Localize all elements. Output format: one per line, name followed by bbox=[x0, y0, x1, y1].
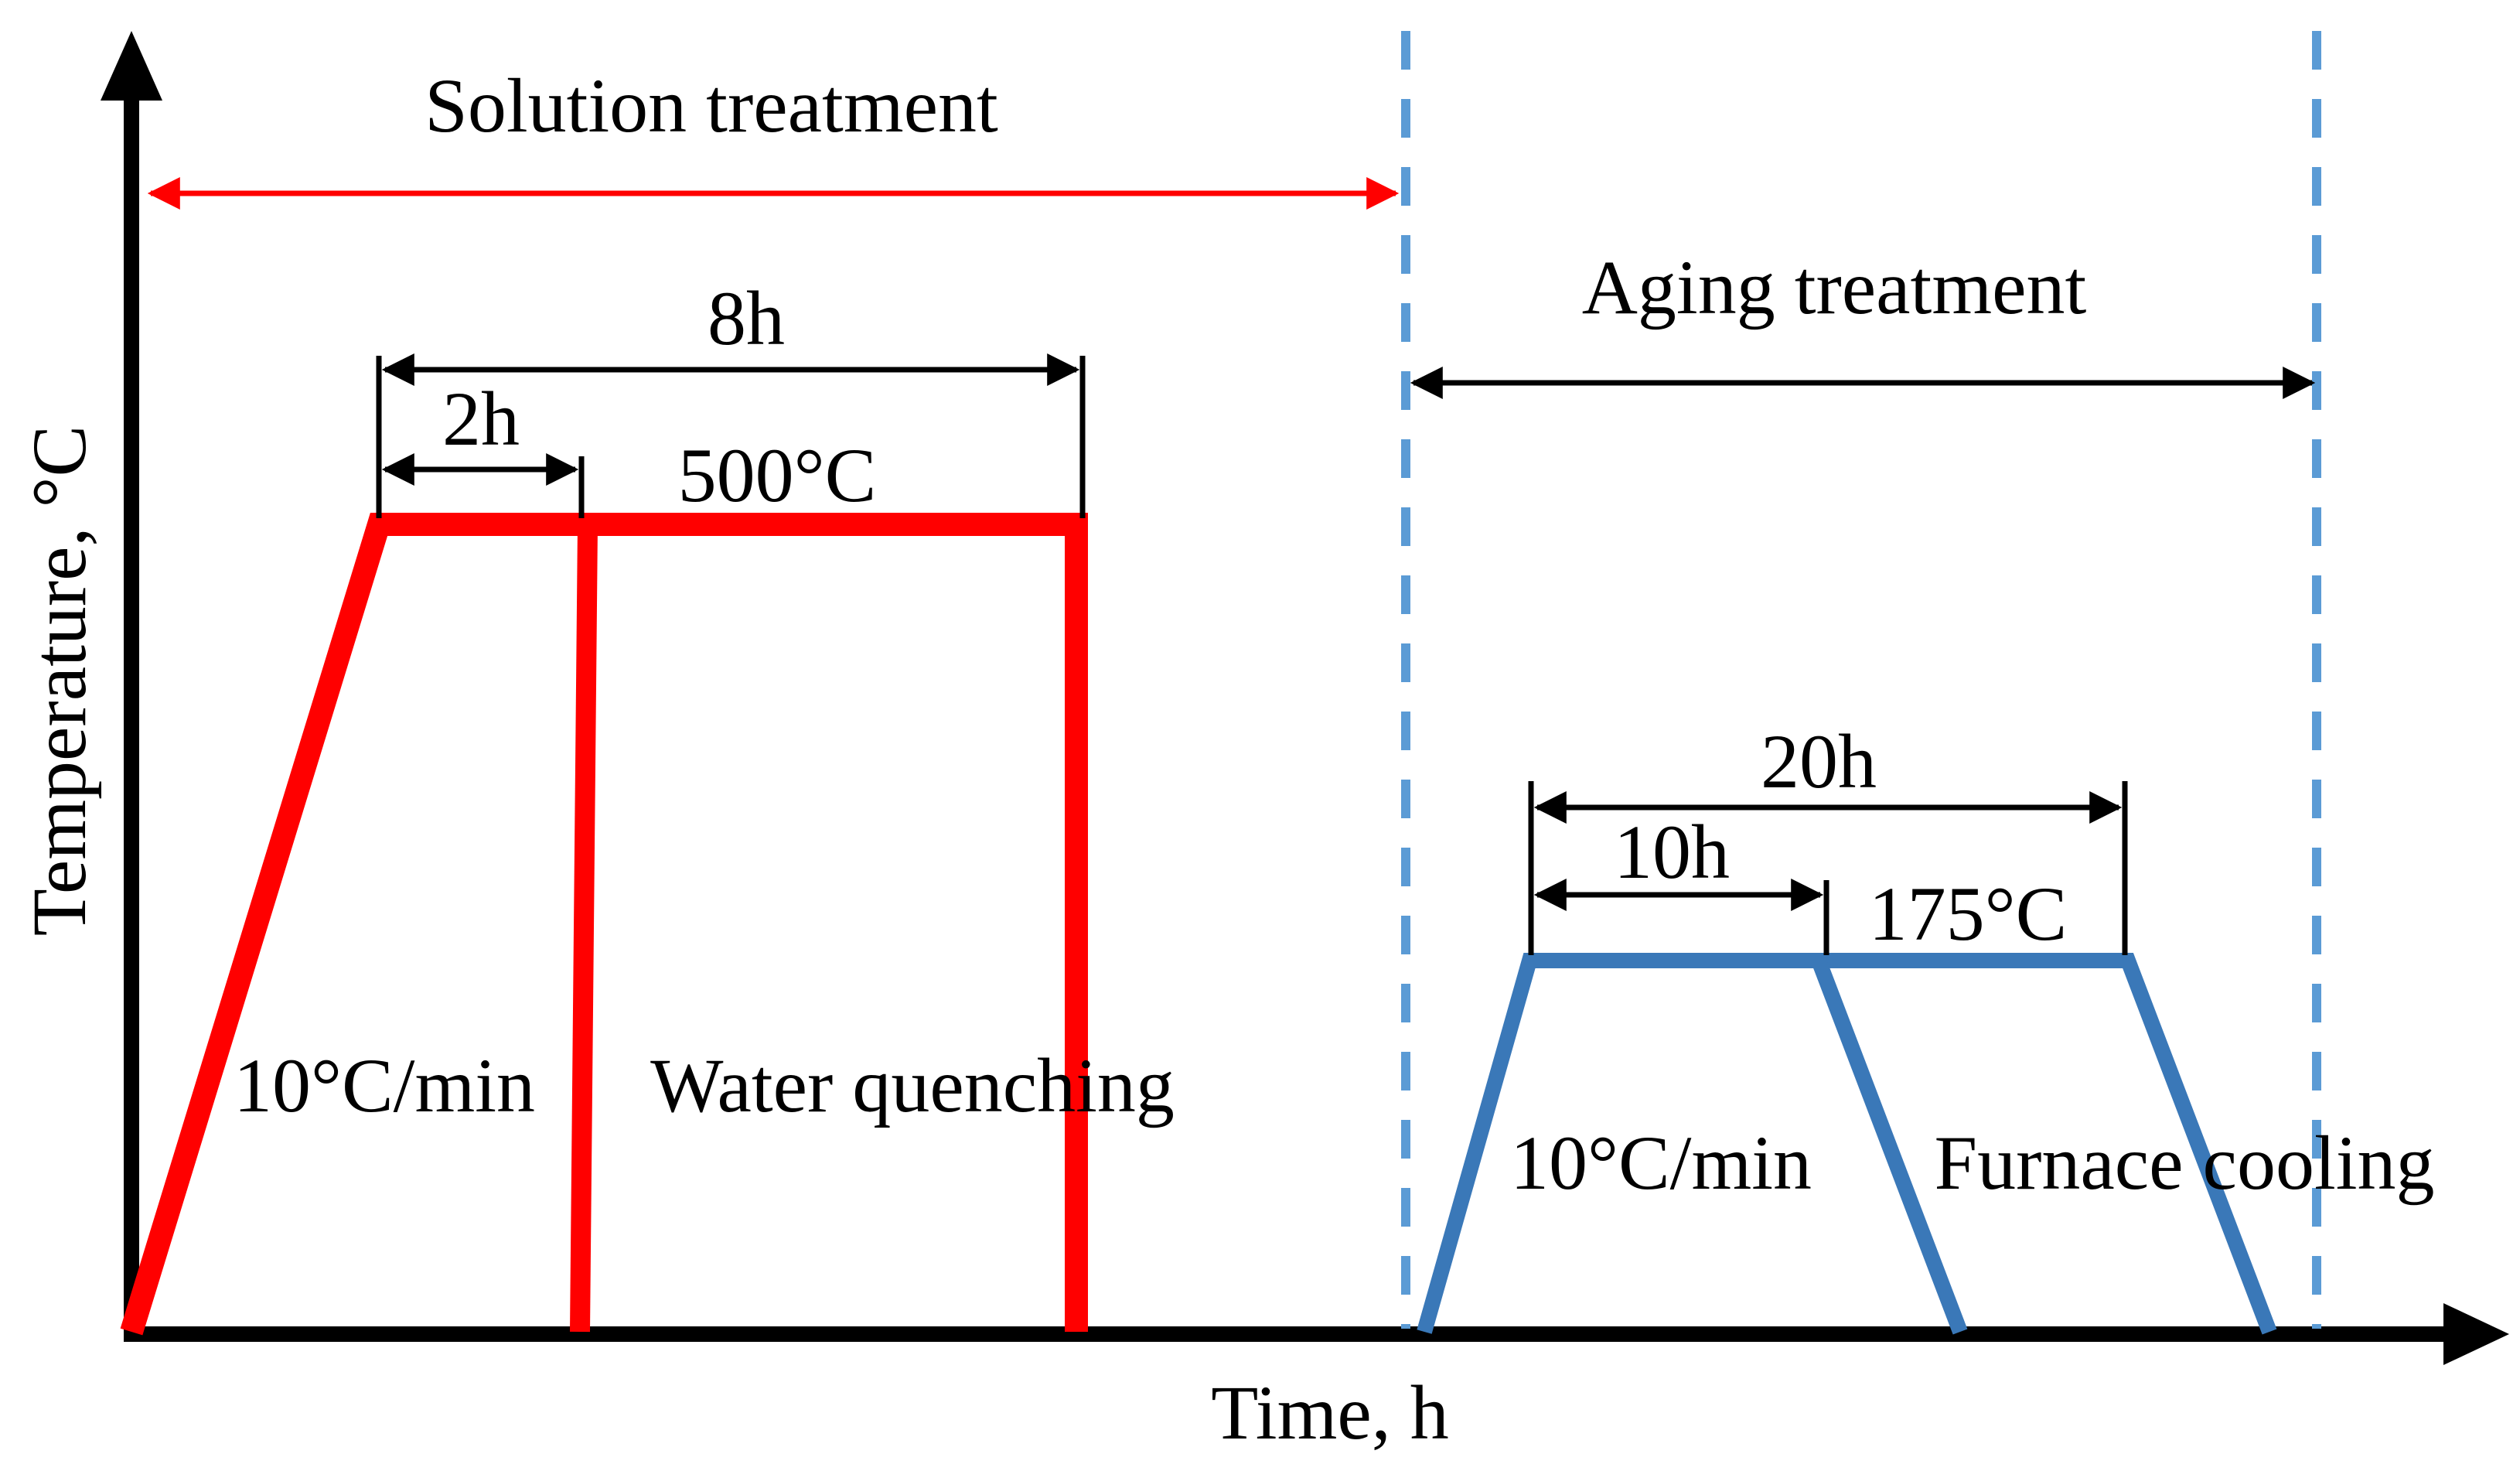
solution-temperature: 500°C bbox=[678, 432, 877, 518]
aging-heating-rate: 10°C/min bbox=[1510, 1120, 1812, 1206]
phase-dividers bbox=[1401, 31, 2321, 1329]
x-axis-arrowhead bbox=[2443, 1303, 2509, 1365]
solution-treatment: Solution treatment 8h 2h 500°C 10°C/min … bbox=[120, 63, 1400, 1336]
axes: Time, h Temperature, °C bbox=[16, 31, 2509, 1456]
aging-treatment: Aging treatment 20h 10h 175°C 10°C/min F… bbox=[1410, 244, 2435, 1335]
aging-title: Aging treatment bbox=[1582, 244, 2087, 330]
solution-heating-rate: 10°C/min bbox=[234, 1043, 535, 1128]
solution-title: Solution treatment bbox=[425, 63, 998, 148]
solution-total-duration: 8h bbox=[708, 275, 785, 361]
y-axis-label: Temperature, °C bbox=[16, 425, 102, 937]
aging-temperature: 175°C bbox=[1869, 871, 2068, 957]
x-axis-label: Time, h bbox=[1211, 1370, 1449, 1456]
solution-profile bbox=[120, 513, 1088, 1336]
aging-cooling-line bbox=[1811, 957, 1968, 1335]
water-quenching-label: Water quenching bbox=[650, 1043, 1175, 1128]
solution-step-duration: 2h bbox=[442, 376, 520, 462]
y-axis-arrowhead bbox=[101, 31, 162, 101]
aging-profile bbox=[1417, 953, 2277, 1335]
furnace-cooling-label: Furnace cooling bbox=[1934, 1120, 2434, 1206]
water-quench-line bbox=[570, 524, 598, 1333]
aging-step-duration: 10h bbox=[1614, 809, 1730, 895]
aging-total-duration: 20h bbox=[1761, 718, 1877, 804]
